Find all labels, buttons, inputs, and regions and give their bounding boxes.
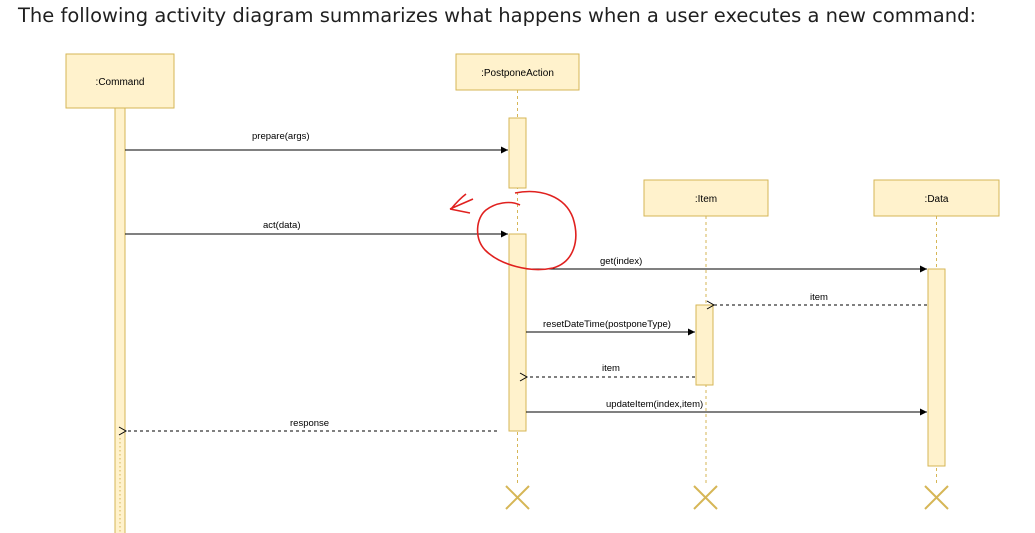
activation-data — [927, 268, 946, 467]
destroy-mark-item — [693, 485, 718, 510]
message-reset: resetDateTime(postponeType) — [526, 319, 695, 336]
message-response-label: response — [290, 418, 329, 429]
participant-postpone-label: :PostponeAction — [481, 68, 554, 79]
message-update: updateItem(index,item) — [526, 399, 927, 416]
message-act-label: act(data) — [263, 220, 301, 231]
red-annotation — [449, 190, 577, 271]
message-item-return-label: item — [810, 292, 828, 303]
message-update-label: updateItem(index,item) — [606, 399, 703, 410]
participant-item-label: :Item — [695, 194, 717, 205]
message-item-return: item — [706, 292, 927, 310]
participant-item: :Item — [643, 179, 769, 217]
page-heading: The following activity diagram summarize… — [18, 4, 977, 27]
activation-command — [114, 107, 126, 533]
activation-postpone-2 — [508, 233, 527, 432]
destroy-mark-postpone — [505, 485, 530, 510]
participant-command-label: :Command — [96, 77, 145, 88]
message-prepare: prepare(args) — [125, 131, 508, 154]
participant-postpone-action: :PostponeAction — [455, 53, 580, 91]
annotation-arrow-icon — [449, 193, 474, 214]
message-act: act(data) — [125, 220, 508, 238]
message-reset-label: resetDateTime(postponeType) — [543, 319, 671, 330]
message-get-label: get(index) — [600, 256, 642, 267]
activation-postpone-1 — [508, 117, 527, 189]
participant-command: :Command — [65, 53, 175, 109]
message-prepare-label: prepare(args) — [252, 131, 310, 142]
message-item-return-2-label: item — [602, 363, 620, 374]
message-get: get(index) — [526, 256, 927, 273]
destroy-mark-data — [924, 485, 949, 510]
activation-item — [695, 304, 714, 386]
participant-data: :Data — [873, 179, 1000, 217]
message-response: response — [118, 418, 497, 436]
participant-data-label: :Data — [925, 194, 949, 205]
message-item-return-2: item — [519, 363, 695, 382]
annotation-circle — [476, 190, 577, 271]
